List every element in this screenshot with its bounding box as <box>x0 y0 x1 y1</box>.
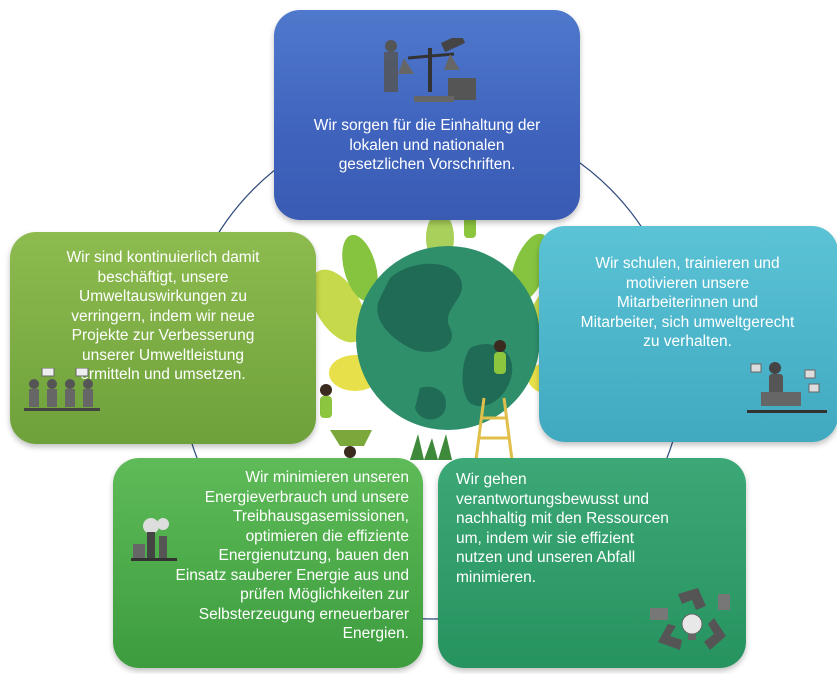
box-employee-training: Wir schulen, trainieren und motivieren u… <box>539 226 837 442</box>
person-head <box>494 340 506 352</box>
box-text: Wir minimieren unseren Energieverbrauch … <box>175 469 409 642</box>
wheelbarrow-wheel <box>344 446 356 458</box>
law-scales-icon <box>384 38 476 102</box>
recycling-icon <box>650 588 730 650</box>
factory-emissions-icon <box>131 518 177 561</box>
box-reduce-impacts: Wir sind kontinuierlich damit beschäftig… <box>10 232 316 444</box>
box-legal-compliance: Wir sorgen für die Einhaltung der lokale… <box>274 10 580 220</box>
globe-land <box>377 263 463 352</box>
wheelbarrow <box>330 430 372 446</box>
training-people-icon <box>747 362 827 413</box>
box-text: Wir gehen verantwortungsbewusst und nach… <box>456 471 669 586</box>
person-body <box>320 396 332 418</box>
globe-land <box>415 386 446 420</box>
person-body <box>494 352 506 374</box>
meeting-people-icon <box>24 368 100 411</box>
box-text: Wir sind kontinuierlich damit beschäftig… <box>66 249 260 383</box>
box-resources-waste: Wir gehen verantwortungsbewusst und nach… <box>438 458 746 668</box>
ladder <box>474 397 514 461</box>
box-energy-emissions: Wir minimieren unseren Energieverbrauch … <box>113 458 423 668</box>
box-text: Wir sorgen für die Einhaltung der lokale… <box>313 117 541 173</box>
person-body <box>464 216 476 238</box>
box-text: Wir schulen, trainieren und motivieren u… <box>580 255 795 350</box>
person-head <box>320 384 332 396</box>
grass <box>410 434 452 460</box>
leaf-shape <box>342 234 378 302</box>
